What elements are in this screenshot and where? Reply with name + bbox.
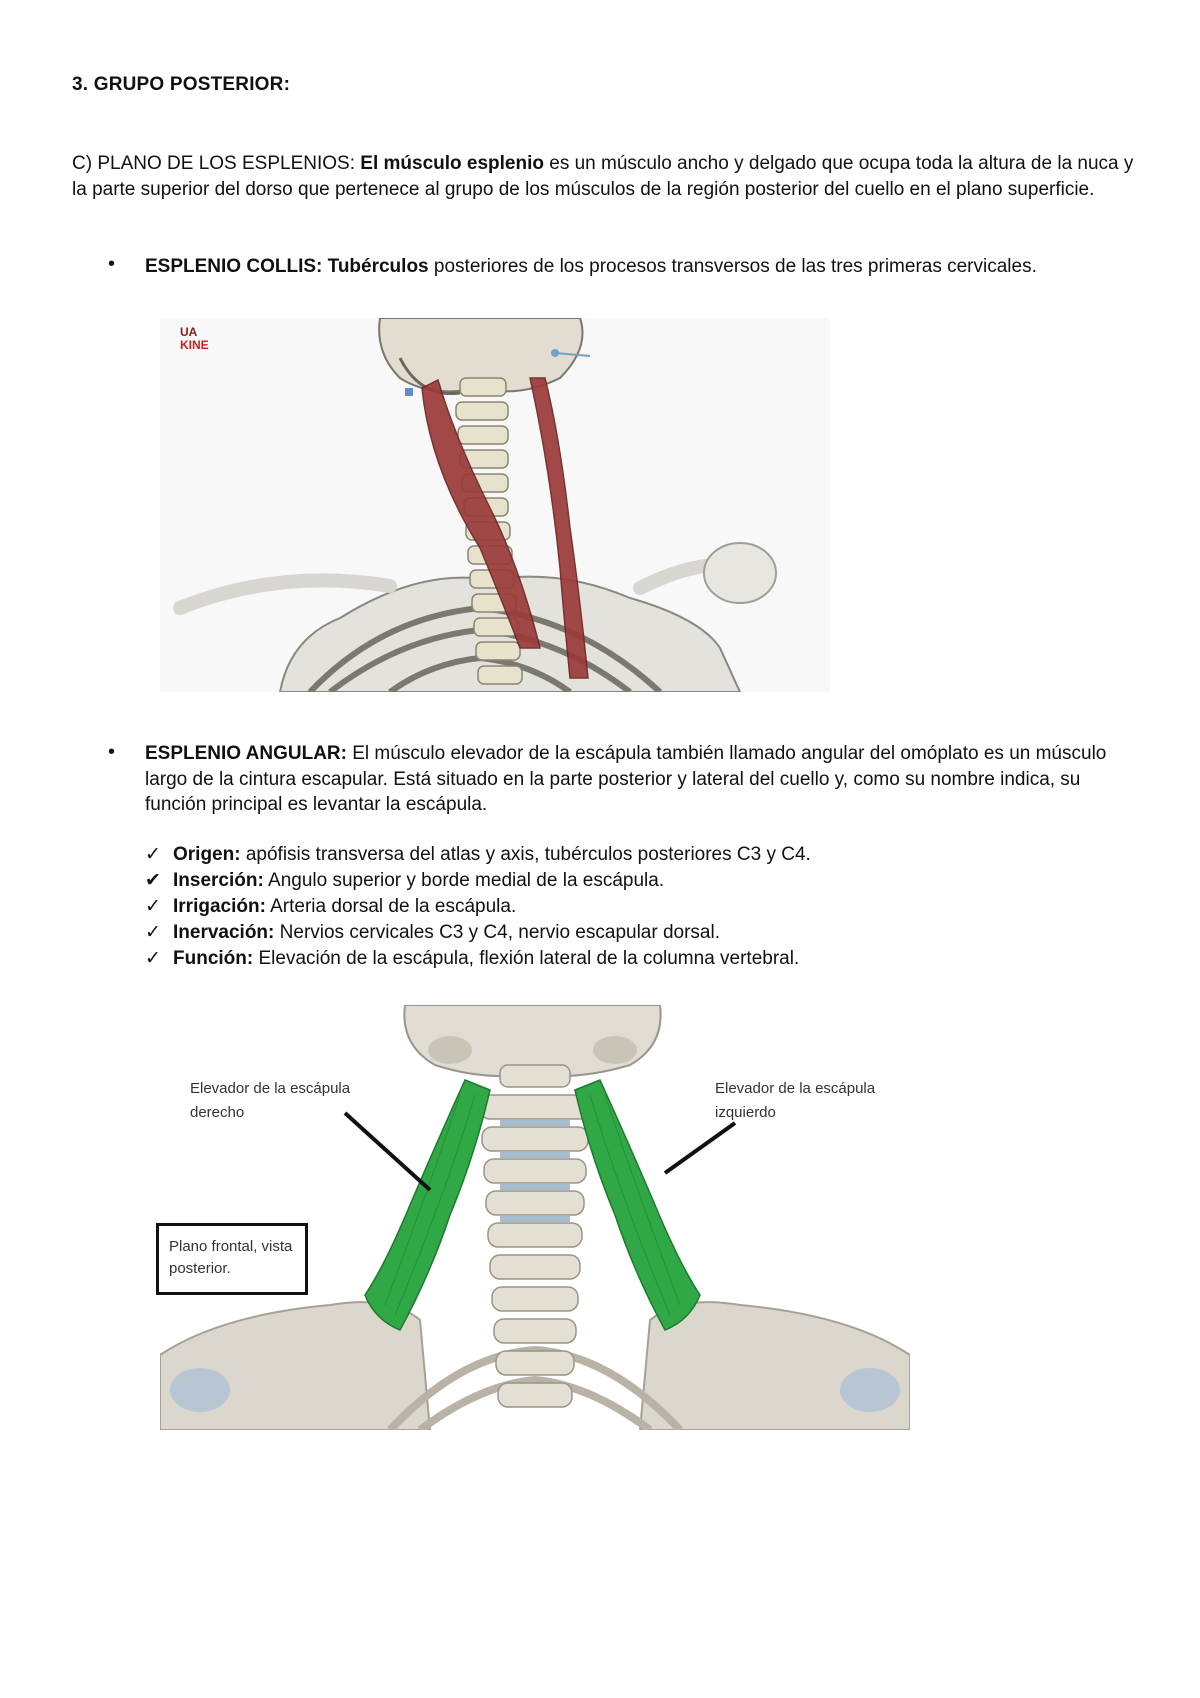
check-item-irrigacion: ✓ Irrigación: Arteria dorsal de la escápu… [145,894,516,919]
check-item-funcion: ✓ Función: Elevación de la escápula, flex… [145,946,799,971]
intro-prefix: C) PLANO DE LOS ESPLENIOS: [72,153,361,174]
bullet1-bold: ESPLENIO COLLIS: Tubérculos [145,256,429,277]
posterior-neck-illustration [160,1005,910,1430]
check-label: Irrigación: [173,896,266,917]
check-label: Función: [173,948,254,969]
label-right-line1: Elevador de la escápula [190,1080,351,1097]
check-icon: ✓ [145,844,161,865]
caption-box: Plano frontal, vista posterior. [156,1223,308,1295]
neck-illustration [160,318,830,692]
bullet-marker: • [108,741,116,763]
check-icon: ✓ [145,948,161,969]
figure-elevador-escapula: Elevador de la escápula derecho Elevador… [156,1005,910,1430]
check-text: Arteria dorsal de la escápula. [265,896,517,917]
logo-line-1: UA [180,325,198,339]
intro-bold: El músculo esplenio [360,153,544,174]
section-heading: 3. GRUPO POSTERIOR: [72,74,291,95]
check-text: apófisis transversa del atlas y axis, tu… [240,844,811,865]
intro-rest: es un músculo ancho y delgado que ocupa … [72,153,1134,200]
bullet-esplenio-angular: ESPLENIO ANGULAR: El músculo elevador de… [145,741,1135,818]
intro-paragraph: C) PLANO DE LOS ESPLENIOS: El músculo es… [72,151,1152,202]
check-label: Origen: [173,844,241,865]
uakine-logo: UA KINE [180,326,209,352]
check-item-origen: ✓ Origen: apófisis transversa del atlas y… [145,842,811,867]
label-left-line2: izquierdo [715,1104,776,1121]
check-label: Inserción: [173,870,264,891]
check-icon: ✔ [145,870,161,891]
label-elevador-derecho: Elevador de la escápula derecho [190,1077,350,1125]
box-line2: posterior. [169,1260,231,1277]
bullet2-bold: ESPLENIO ANGULAR: [145,743,347,764]
check-text: Elevación de la escápula, flexión latera… [253,948,800,969]
figure-esplenio-collis: UA KINE [160,318,830,692]
box-line1: Plano frontal, vista [169,1238,293,1255]
label-elevador-izquierdo: Elevador de la escápula izquierdo [715,1077,875,1125]
check-item-insercion: ✔ Inserción: Angulo superior y borde medi… [145,868,664,893]
label-right-line2: derecho [190,1104,245,1121]
bullet-esplenio-collis: ESPLENIO COLLIS: Tubérculos posteriores … [145,254,1130,280]
check-item-inervacion: ✓ Inervación: Nervios cervicales C3 y C4,… [145,920,720,945]
bullet1-text: posteriores de los procesos transversos … [428,256,1037,277]
check-icon: ✓ [145,922,161,943]
logo-line-2: KINE [180,338,209,352]
check-text: Angulo superior y borde medial de la esc… [263,870,665,891]
label-left-line1: Elevador de la escápula [715,1080,876,1097]
check-text: Nervios cervicales C3 y C4, nervio escap… [274,922,720,943]
bullet-marker: • [108,253,116,275]
check-label: Inervación: [173,922,275,943]
bullet2-text: El músculo elevador de la escápula tambi… [145,743,1107,815]
check-icon: ✓ [145,896,161,917]
